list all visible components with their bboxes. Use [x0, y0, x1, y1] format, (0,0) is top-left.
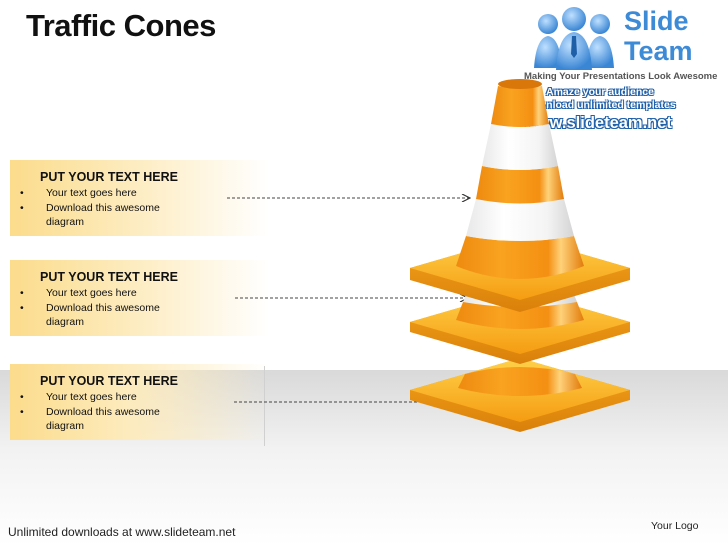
bullet-item: Your text goes here: [18, 186, 193, 201]
logo-tagline: Making Your Presentations Look Awesome: [524, 71, 718, 82]
divider-line: [264, 366, 265, 446]
box-heading: PUT YOUR TEXT HERE: [40, 170, 178, 184]
bullet-list: Your text goes here Download this awesom…: [18, 286, 193, 330]
bullet-item: Download this awesome diagram: [18, 301, 193, 330]
footer-logo-placeholder: Your Logo: [651, 520, 699, 532]
bullet-item: Download this awesome diagram: [18, 405, 193, 434]
bullet-item: Your text goes here: [18, 390, 193, 405]
slideteam-logo: Slide Team Making Your Presentations Loo…: [520, 4, 728, 146]
bullet-item: Your text goes here: [18, 286, 193, 301]
bullet-list: Your text goes here Download this awesom…: [18, 186, 193, 230]
box-heading: PUT YOUR TEXT HERE: [40, 270, 178, 284]
logo-word-slide: Slide: [624, 6, 689, 36]
people-icon: [534, 7, 614, 70]
slide-title: Traffic Cones: [26, 8, 216, 43]
box-heading: PUT YOUR TEXT HERE: [40, 374, 178, 388]
cone-level-3: [410, 358, 630, 432]
footer-downloads-text: Unlimited downloads at www.slideteam.net: [8, 525, 236, 539]
logo-line-download: Download unlimited templates: [524, 99, 676, 111]
bullet-list: Your text goes here Download this awesom…: [18, 390, 193, 434]
logo-word-team: Team: [624, 36, 693, 66]
text-box-2: PUT YOUR TEXT HERE Your text goes here D…: [10, 260, 268, 336]
logo-url: www.slideteam.net: [524, 114, 672, 132]
bullet-item: Download this awesome diagram: [18, 201, 193, 230]
text-box-1: PUT YOUR TEXT HERE Your text goes here D…: [10, 160, 268, 236]
text-box-3: PUT YOUR TEXT HERE Your text goes here D…: [10, 364, 268, 440]
cone-level-1: [410, 79, 630, 312]
logo-line-amaze: Amaze your audience: [546, 86, 654, 98]
